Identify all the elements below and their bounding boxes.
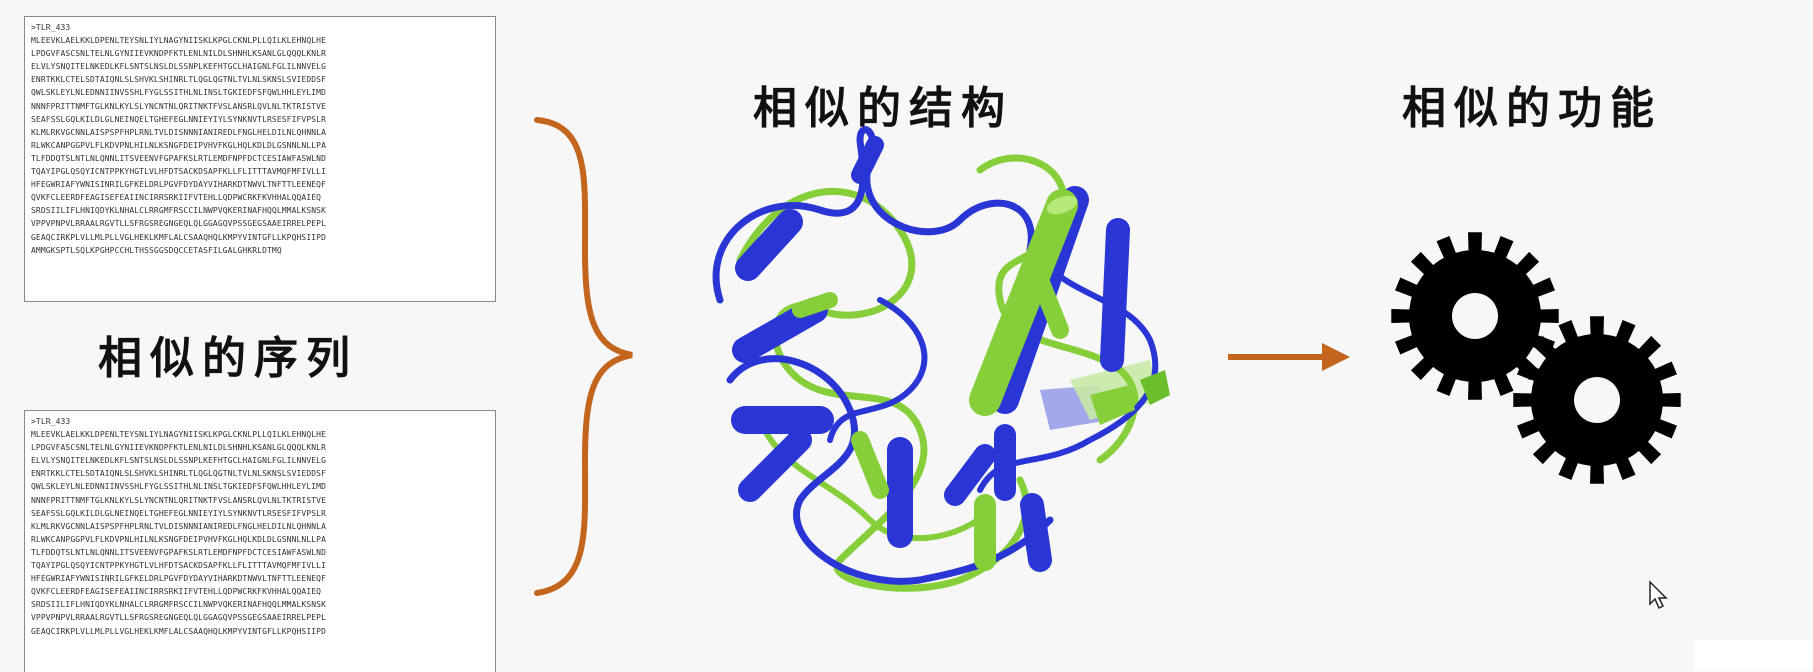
sequence-line: KLMLRKVGCNNLAISPSPFHPLRNLTVLDISNNNIANIRE… xyxy=(31,127,326,137)
right-arrow-icon xyxy=(1228,343,1350,371)
sequence-line: KLMLRKVGCNNLAISPSPFHPLRNLTVLDISNNNIANIRE… xyxy=(31,521,326,531)
gear-large-hole xyxy=(1452,293,1498,339)
sequence-line: SRDSIILIFLHNIQDYKLNHALCLRRGMFRSCCILNWPVQ… xyxy=(31,206,326,216)
sequence-header: >TLR_433 xyxy=(31,23,71,32)
sequence-line: NNNFPRITTNMFTGLKNLKYLSLYNCNTNLQRITNKTFVS… xyxy=(31,101,326,111)
sequence-line: LPDGVFASCSNLTELNLGYNIIEVKNDPFKTLENLNILDL… xyxy=(31,443,326,453)
gear-small-hole xyxy=(1574,377,1620,423)
sequence-line: QWLSKLEYLNLEDNNIINVSSHLFYGLSSITHLNLINSLT… xyxy=(31,88,326,98)
sequence-line: MLEEVKLAELKKLDPENLTEYSNLIYLNAGYNIISKLKPG… xyxy=(31,430,326,440)
gears-icon xyxy=(1391,232,1681,484)
sequence-line: TQAYIPGLQSQYICNTPPKYHGTLVLHFDTSACKDSAPFK… xyxy=(31,167,326,177)
sequence-line: ELVLYSNQITELNKEDLKFLSNTSLNSLDLSSNPLKEFHT… xyxy=(31,456,326,466)
sequence-line: TLFDDQTSLNTLNLQNNLITSVEENVFGPAFKSLRTLEMD… xyxy=(31,153,326,163)
sequence-line: QVKFCLEERDFEAGISEFEAIINCIRRSRKIIFVTEHLLQ… xyxy=(31,587,322,597)
sequence-line: SRDSIILIFLHNIQDYKLNHALCLRRGMFRSCCILNWPVQ… xyxy=(31,600,326,610)
sequence-line: QVKFCLEERDFEAGISEFEAIINCIRRSRKIIFVTEHLLQ… xyxy=(31,193,322,203)
sequence-line: MLEEVKLAELKKLDPENLTEYSNLIYLNAGYNIISKLKPG… xyxy=(31,36,326,46)
sequence-line: QWLSKLEYLNLEDNNIINVSSHLFYGLSSITHLNLINSLT… xyxy=(31,482,326,492)
sequence-line: VPPVPNPVLRRAALRGVTLLSFRGSREGNGEQLQLGGAGQ… xyxy=(31,219,326,229)
sequence-line: HFEGWRIAFYWNISINRILGFKELDRLPGVFDYDAYVIHA… xyxy=(31,574,326,584)
sequence-line: ENRTKKLCTELSDTAIQNLSLSHVKLSHINRLTLQGLQGT… xyxy=(31,75,326,85)
sequence-line: ENRTKKLCTELSDTAIQNLSLSHVKLSHINRLTLQGLQGT… xyxy=(31,469,326,479)
sequence-line: LPDGVFASCSNLTELNLGYNIIEVKNDPFKTLENLNILDL… xyxy=(31,49,326,59)
sequence-line: TLFDDQTSLNTLNLQNNLITSVEENVFGPAFKSLRTLEMD… xyxy=(31,547,326,557)
sequence-line: GEAQCIRKPLVLLMLPLLVGLHEKLKMFLALCSAAQHQLK… xyxy=(31,232,326,242)
curly-brace-icon xyxy=(534,117,633,596)
sequence-line: SEAFSSLGQLKILDLGLNEINQELTGHEFEGLNNIEYIYL… xyxy=(31,508,326,518)
sequence-line: SEAFSSLGQLKILDLGLNEINQELTGHEFEGLNNIEYIYL… xyxy=(31,114,326,124)
sequence-header: >TLR_433 xyxy=(31,417,71,426)
mouse-cursor-icon xyxy=(1649,580,1668,610)
sequence-line: ELVLYSNQITELNKEDLKFLSNTSLNSLDLSSNPLKEFHT… xyxy=(31,62,326,72)
caption-similar-function: 相似的功能 xyxy=(1402,83,1662,134)
sequence-line: TQAYIPGLQSQYICNTPPKYHGTLVLHFDTSACKDSAPFK… xyxy=(31,561,326,571)
caption-similar-structure: 相似的结构 xyxy=(753,83,1013,134)
sequence-line: RLWKCANPGGPVLFLKDVPNLHILNLKSNGFDEIPVHVFK… xyxy=(31,534,326,544)
sequence-line: NNNFPRITTNMFTGLKNLKYLSLYNCNTNLQRITNKTFVS… xyxy=(31,495,326,505)
sequence-line: GEAQCIRKPLVLLMLPLLVGLHEKLKMFLALCSAAQHQLK… xyxy=(31,626,326,636)
sequence-line: VPPVPNPVLRRAALRGVTLLSFRGSREGNGEQLQLGGAGQ… xyxy=(31,613,326,623)
caption-similar-sequence: 相似的序列 xyxy=(98,333,358,384)
sequence-line: RLWKCANPGGPVLFLKDVPNLHILNLKSNGFDEIPVHVFK… xyxy=(31,140,326,150)
sequence-line: HFEGWRIAFYWNISINRILGFKELDRLPGVFDYDAYVIHA… xyxy=(31,180,326,190)
protein-structure-icon xyxy=(712,126,1170,592)
corner-overlay xyxy=(1695,640,1813,671)
sequence-line: AMMGKSPTLSQLKPGHPCCHLTHSSGGSDQCCETASFILG… xyxy=(31,245,282,255)
